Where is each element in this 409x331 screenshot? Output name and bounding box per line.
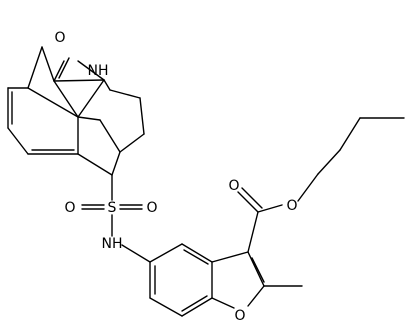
lactam-oxygen-label: O [54, 30, 65, 46]
bonds [7, 46, 405, 317]
atom-labels: O NH O S O NH O O O [54, 30, 297, 324]
sulfonyl-oxygen-right-label: O [146, 200, 157, 216]
carbonyl-oxygen-label: O [228, 178, 239, 194]
sulfur-label: S [108, 200, 117, 216]
furan-oxygen-label: O [234, 308, 245, 324]
lactam-nh-label: NH [88, 63, 109, 79]
sulfonamide-nh-label: NH [102, 236, 123, 252]
ester-oxygen-label: O [286, 198, 297, 214]
sulfonyl-oxygen-left-label: O [64, 200, 75, 216]
